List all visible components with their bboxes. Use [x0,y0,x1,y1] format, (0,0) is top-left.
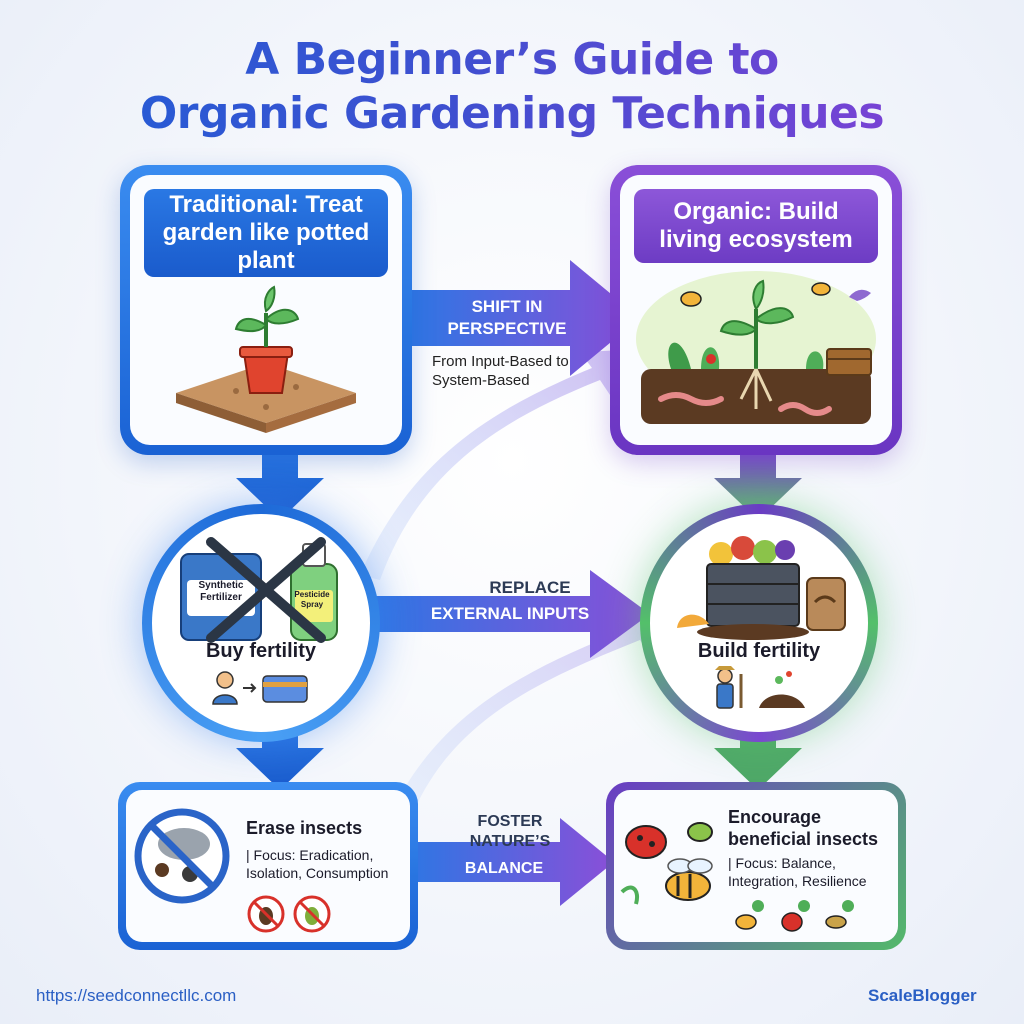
build-fertility-label: Build fertility [697,640,821,662]
shopping-icon [212,671,308,705]
foster-bottom-label: BALANCE [464,860,544,877]
buy-fertility-label: Buy fertility [205,640,317,662]
arrow-shift [400,260,640,376]
footer-brand: ScaleBlogger [868,986,977,1005]
traditional-card: Traditional: Treat garden like potted pl… [120,165,412,455]
arrow-down-right-2 [714,718,802,790]
no-pest-icons [247,895,331,933]
erase-insects-focus: | Focus: Eradication, Isolation, Consump… [246,847,389,881]
arrow-down-right-1 [714,448,802,520]
pesticide-bottle-label: Pesticide Spray [294,590,330,609]
beneficial-insects-focus: | Focus: Balance, Integration, Resilienc… [728,855,867,889]
erase-insects-title: Erase insects [246,818,363,838]
footer-url[interactable]: https://seedconnectllc.com [36,986,237,1005]
beneficial-insects-box: Encourage beneficial insects | Focus: Ba… [606,782,906,950]
shift-subtitle: From Input-Based to System-Based [432,353,569,389]
replace-top-label: REPLACE [489,578,571,597]
build-fertility-circle: Build fertility [640,504,878,742]
synthetic-inputs-icon [180,537,338,643]
replace-bottom-label: EXTERNAL INPUTS [430,604,590,623]
organic-card: Organic: Build living ecosystem [610,165,902,455]
approved-insects-icons [735,900,854,932]
shift-title: SHIFT IN PERSPECTIVE [447,297,567,338]
potted-plant-icon [176,285,356,433]
traditional-heading: Traditional: Treat garden like potted pl… [144,189,388,277]
arrow-foster [400,818,614,906]
ecosystem-icon [636,271,876,424]
arrow-down-left-2 [236,718,324,790]
compost-bin-icon [677,536,846,640]
beneficial-insects-title: Encourage beneficial insects [728,807,879,849]
swoop-back-top [360,350,626,580]
organic-heading: Organic: Build living ecosystem [634,189,878,263]
buy-fertility-circle: Synthetic Fertilizer Pesticide Spray Buy… [142,504,380,742]
foster-top-label: FOSTER NATURE’S [469,813,551,850]
arrow-replace [360,570,650,658]
fertilizer-bag-label: Synthetic Fertilizer [198,580,244,603]
title-line-2: Organic Gardening Techniques [0,88,1024,139]
title-line-1: A Beginner’s Guide to [0,34,1024,85]
erase-insects-box: Erase insects | Focus: Eradication, Isol… [118,782,418,950]
no-insects-icon [134,808,230,904]
gardener-compost-icon [715,666,805,709]
beneficial-insects-icon [620,822,713,905]
arrow-down-left-1 [236,448,324,520]
